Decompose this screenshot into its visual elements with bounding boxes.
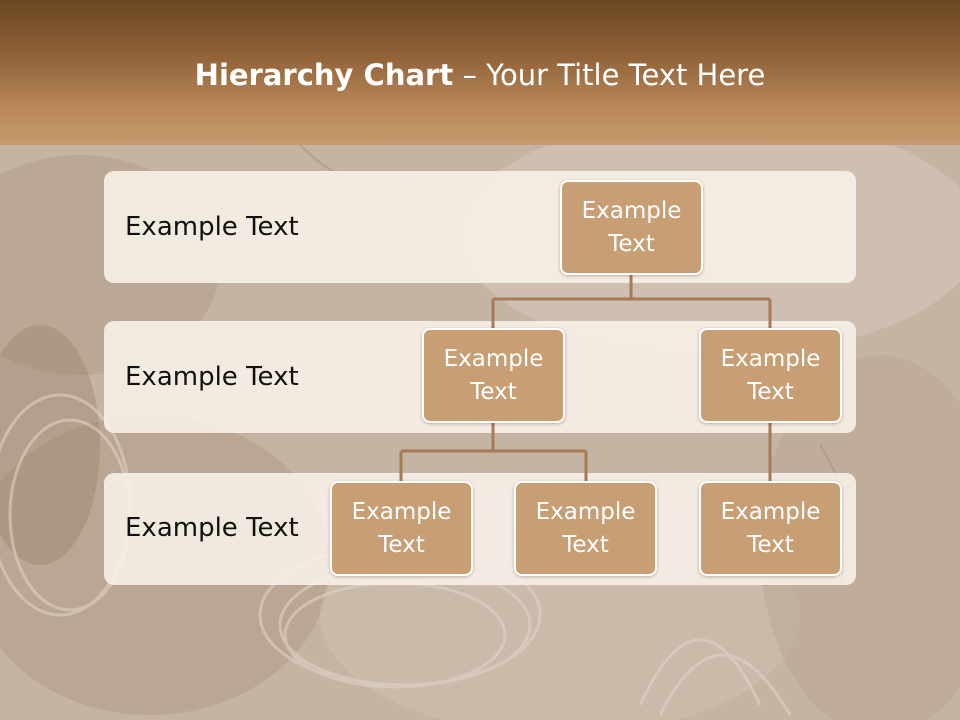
- hierarchy-row-1: [104, 171, 856, 283]
- title-bold-part: Hierarchy Chart: [194, 58, 454, 92]
- node-level2-right-label: Example Text: [720, 345, 821, 405]
- connector-root-to-level2: [491, 274, 772, 329]
- slide-title: Hierarchy Chart – Your Title Text Here: [0, 55, 960, 95]
- node-level3-a-label: Example Text: [351, 498, 452, 558]
- node-level3-a: Example Text: [330, 481, 473, 576]
- connector-left-to-children: [399, 422, 588, 482]
- row-3-label: Example Text: [125, 513, 299, 543]
- row-2-label: Example Text: [125, 362, 299, 392]
- node-root: Example Text: [560, 180, 703, 275]
- node-level2-left: Example Text: [422, 328, 565, 423]
- title-rest-part: – Your Title Text Here: [453, 58, 766, 92]
- node-level2-left-label: Example Text: [443, 345, 544, 405]
- row-1-label: Example Text: [125, 212, 299, 242]
- node-level3-c: Example Text: [699, 481, 842, 576]
- node-root-label: Example Text: [581, 197, 682, 257]
- title-band: Hierarchy Chart – Your Title Text Here: [0, 0, 960, 145]
- node-level3-b-label: Example Text: [535, 498, 636, 558]
- node-level3-c-label: Example Text: [720, 498, 821, 558]
- node-level3-b: Example Text: [514, 481, 657, 576]
- node-level2-right: Example Text: [699, 328, 842, 423]
